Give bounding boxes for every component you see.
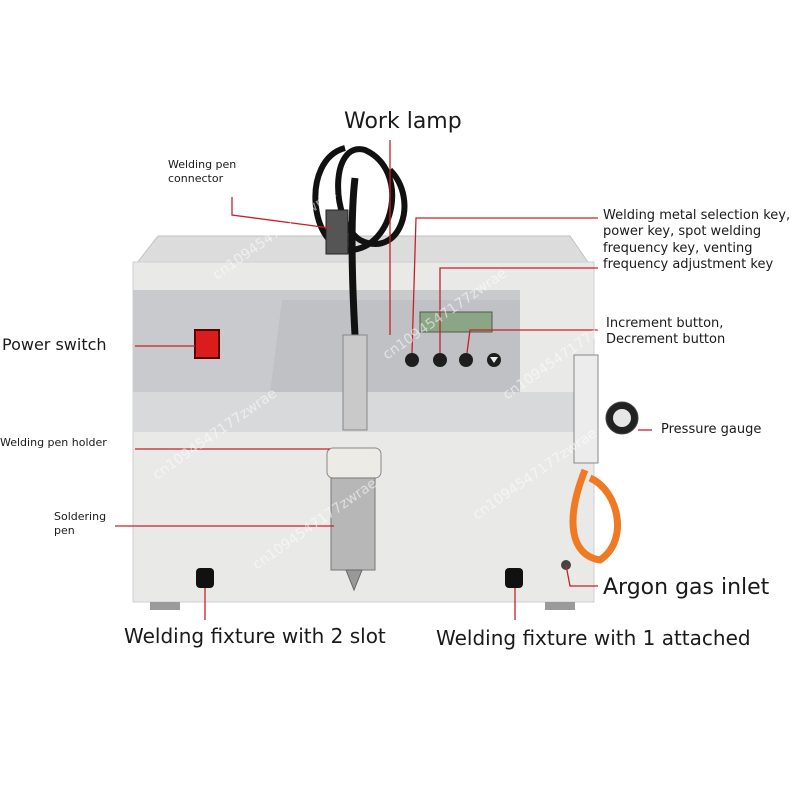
- label-fixture-2: Welding fixture with 2 slot: [124, 624, 386, 648]
- label-power-switch: Power switch: [2, 335, 107, 354]
- lamp-cable-icon: [312, 145, 408, 254]
- fixture-knob-left[interactable]: [196, 568, 214, 588]
- pressure-regulator: [573, 354, 599, 464]
- pen-tip: [345, 569, 363, 592]
- panel-button-2[interactable]: [433, 353, 447, 367]
- increment-button[interactable]: [459, 353, 473, 367]
- foot-left: [150, 602, 180, 610]
- label-pen-holder: Welding pen holder: [0, 436, 107, 449]
- label-work-lamp: Work lamp: [344, 109, 462, 134]
- label-increment-button: Increment button, Decrement button: [606, 316, 726, 348]
- foot-right: [545, 602, 575, 610]
- panel-button-1[interactable]: [405, 353, 419, 367]
- pen-upper: [342, 334, 368, 431]
- label-soldering-pen: Soldering pen: [54, 510, 107, 537]
- pen-cable: [348, 177, 359, 336]
- power-switch[interactable]: [194, 329, 220, 359]
- pen-holder: [326, 447, 382, 479]
- pen-connector: [325, 209, 349, 255]
- display-screen: [419, 311, 493, 333]
- fixture-knob-right[interactable]: [505, 568, 523, 588]
- leader-lines: [115, 140, 652, 620]
- label-fixture-1: Welding fixture with 1 attached: [436, 626, 751, 650]
- label-argon-inlet: Argon gas inlet: [603, 575, 770, 600]
- argon-hose: [569, 468, 621, 564]
- label-pen-connector: Welding pen connector: [168, 158, 237, 185]
- label-pressure-gauge: Pressure gauge: [661, 422, 762, 437]
- label-selection-keys: Welding metal selection key, power key, …: [603, 208, 791, 272]
- decrement-arrow-icon: [490, 357, 498, 363]
- pressure-gauge-face: [613, 409, 631, 427]
